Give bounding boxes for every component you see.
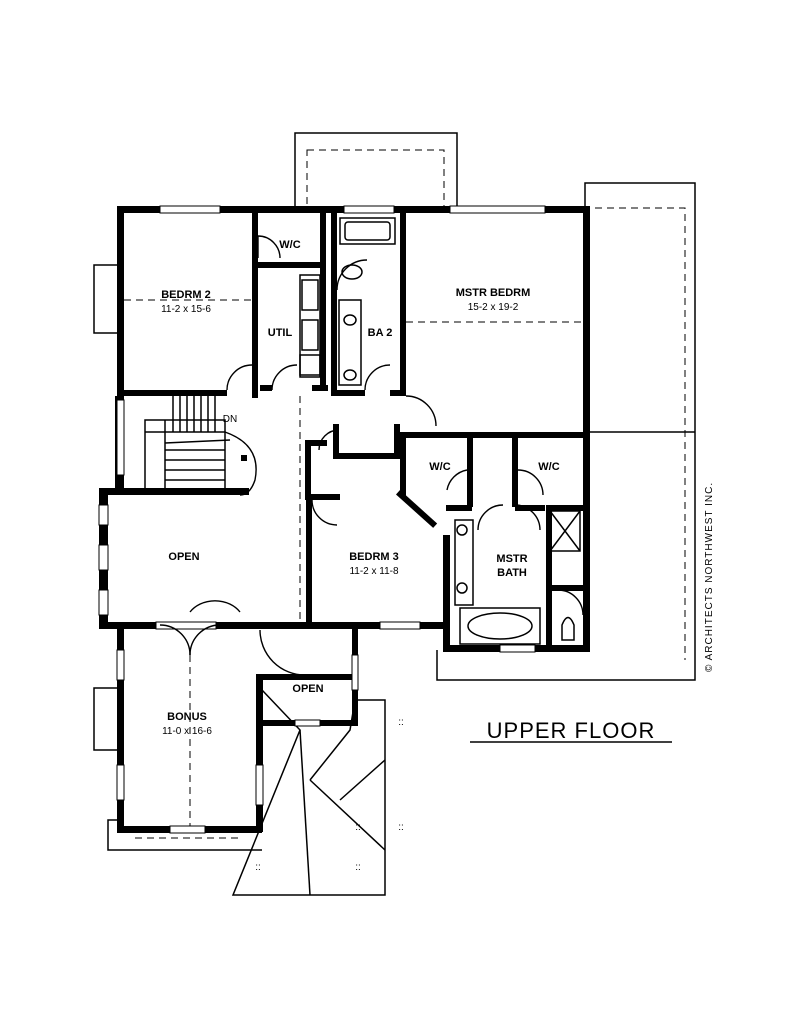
- wic-top-label: W/C: [279, 239, 300, 251]
- svg-text:::: ::: [355, 862, 361, 873]
- bedroom2-size: 11-2 x 15-6: [161, 304, 211, 315]
- room-labels: BEDRM 2 11-2 x 15-6 MSTR BEDRM 15-2 x 19…: [161, 239, 560, 737]
- bath2-label: BA 2: [368, 327, 393, 339]
- stairs: [144, 396, 257, 496]
- open-lower-label: OPEN: [292, 683, 323, 695]
- stairs-down-label: DN: [223, 414, 237, 425]
- svg-text:::: ::: [398, 822, 404, 833]
- bedroom2-name: BEDRM 2: [161, 289, 211, 301]
- master-bedroom-name: MSTR BEDRM: [456, 287, 531, 299]
- svg-text:::: ::: [255, 862, 261, 873]
- svg-text:::: ::: [355, 822, 361, 833]
- interior-walls: [117, 213, 583, 650]
- fixtures: [299, 217, 581, 645]
- bonus-size: 11-0 x 16-6: [162, 726, 212, 737]
- wic-left-label: W/C: [429, 461, 450, 473]
- bedroom3-size: 11-2 x 11-8: [349, 566, 399, 577]
- util-label: UTIL: [268, 327, 293, 339]
- svg-text:::: ::: [398, 717, 404, 728]
- wic-right-label: W/C: [538, 461, 559, 473]
- windows: [98, 205, 546, 834]
- doors: [159, 235, 584, 676]
- master-bath-label-2: BATH: [497, 567, 527, 579]
- bonus-name: BONUS: [167, 711, 207, 723]
- master-bedroom-size: 15-2 x 19-2: [468, 302, 519, 313]
- open-upper-label: OPEN: [168, 551, 199, 563]
- architect-credit: © ARCHITECTS NORTHWEST INC.: [704, 482, 715, 672]
- ceiling-lines: [124, 299, 583, 826]
- plan-title: UPPER FLOOR: [487, 718, 656, 743]
- bedroom3-name: BEDRM 3: [349, 551, 399, 563]
- master-bath-label-1: MSTR: [496, 553, 527, 565]
